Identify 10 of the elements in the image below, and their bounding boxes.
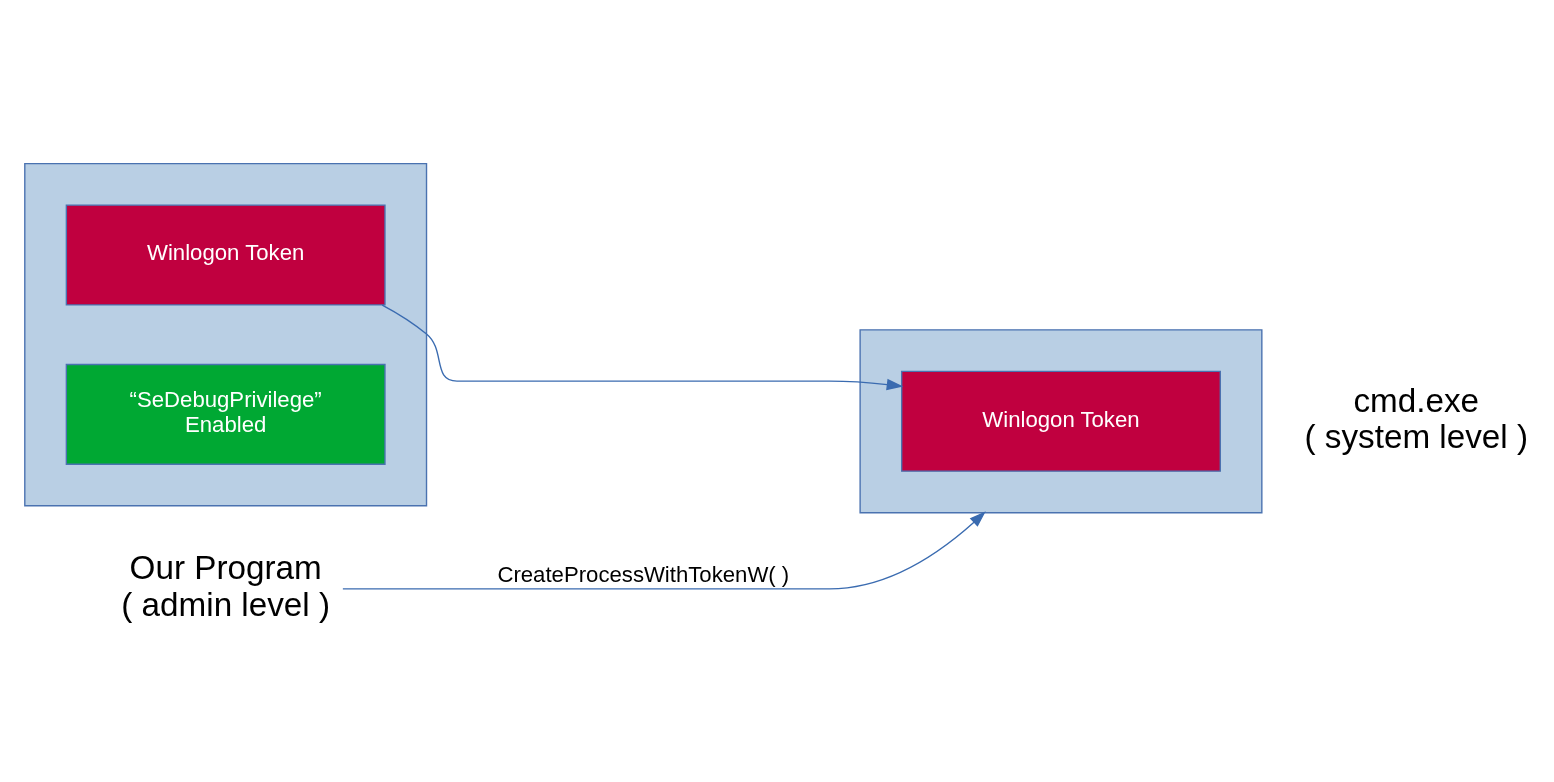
node-text: Our Program ( admin level )	[121, 548, 331, 622]
cluster	[859, 328, 1263, 513]
node-box: “SeDebugPrivilege” Enabled	[65, 363, 386, 465]
arrow	[342, 510, 986, 590]
cluster	[24, 162, 428, 506]
edge-label: CreateProcessWithTokenW( )	[497, 561, 790, 587]
node-box: Winlogon Token	[65, 204, 386, 306]
arrow	[381, 303, 904, 390]
node-box: Winlogon Token	[900, 370, 1221, 472]
node-label: cmd.exe ( system level )	[1304, 381, 1529, 455]
